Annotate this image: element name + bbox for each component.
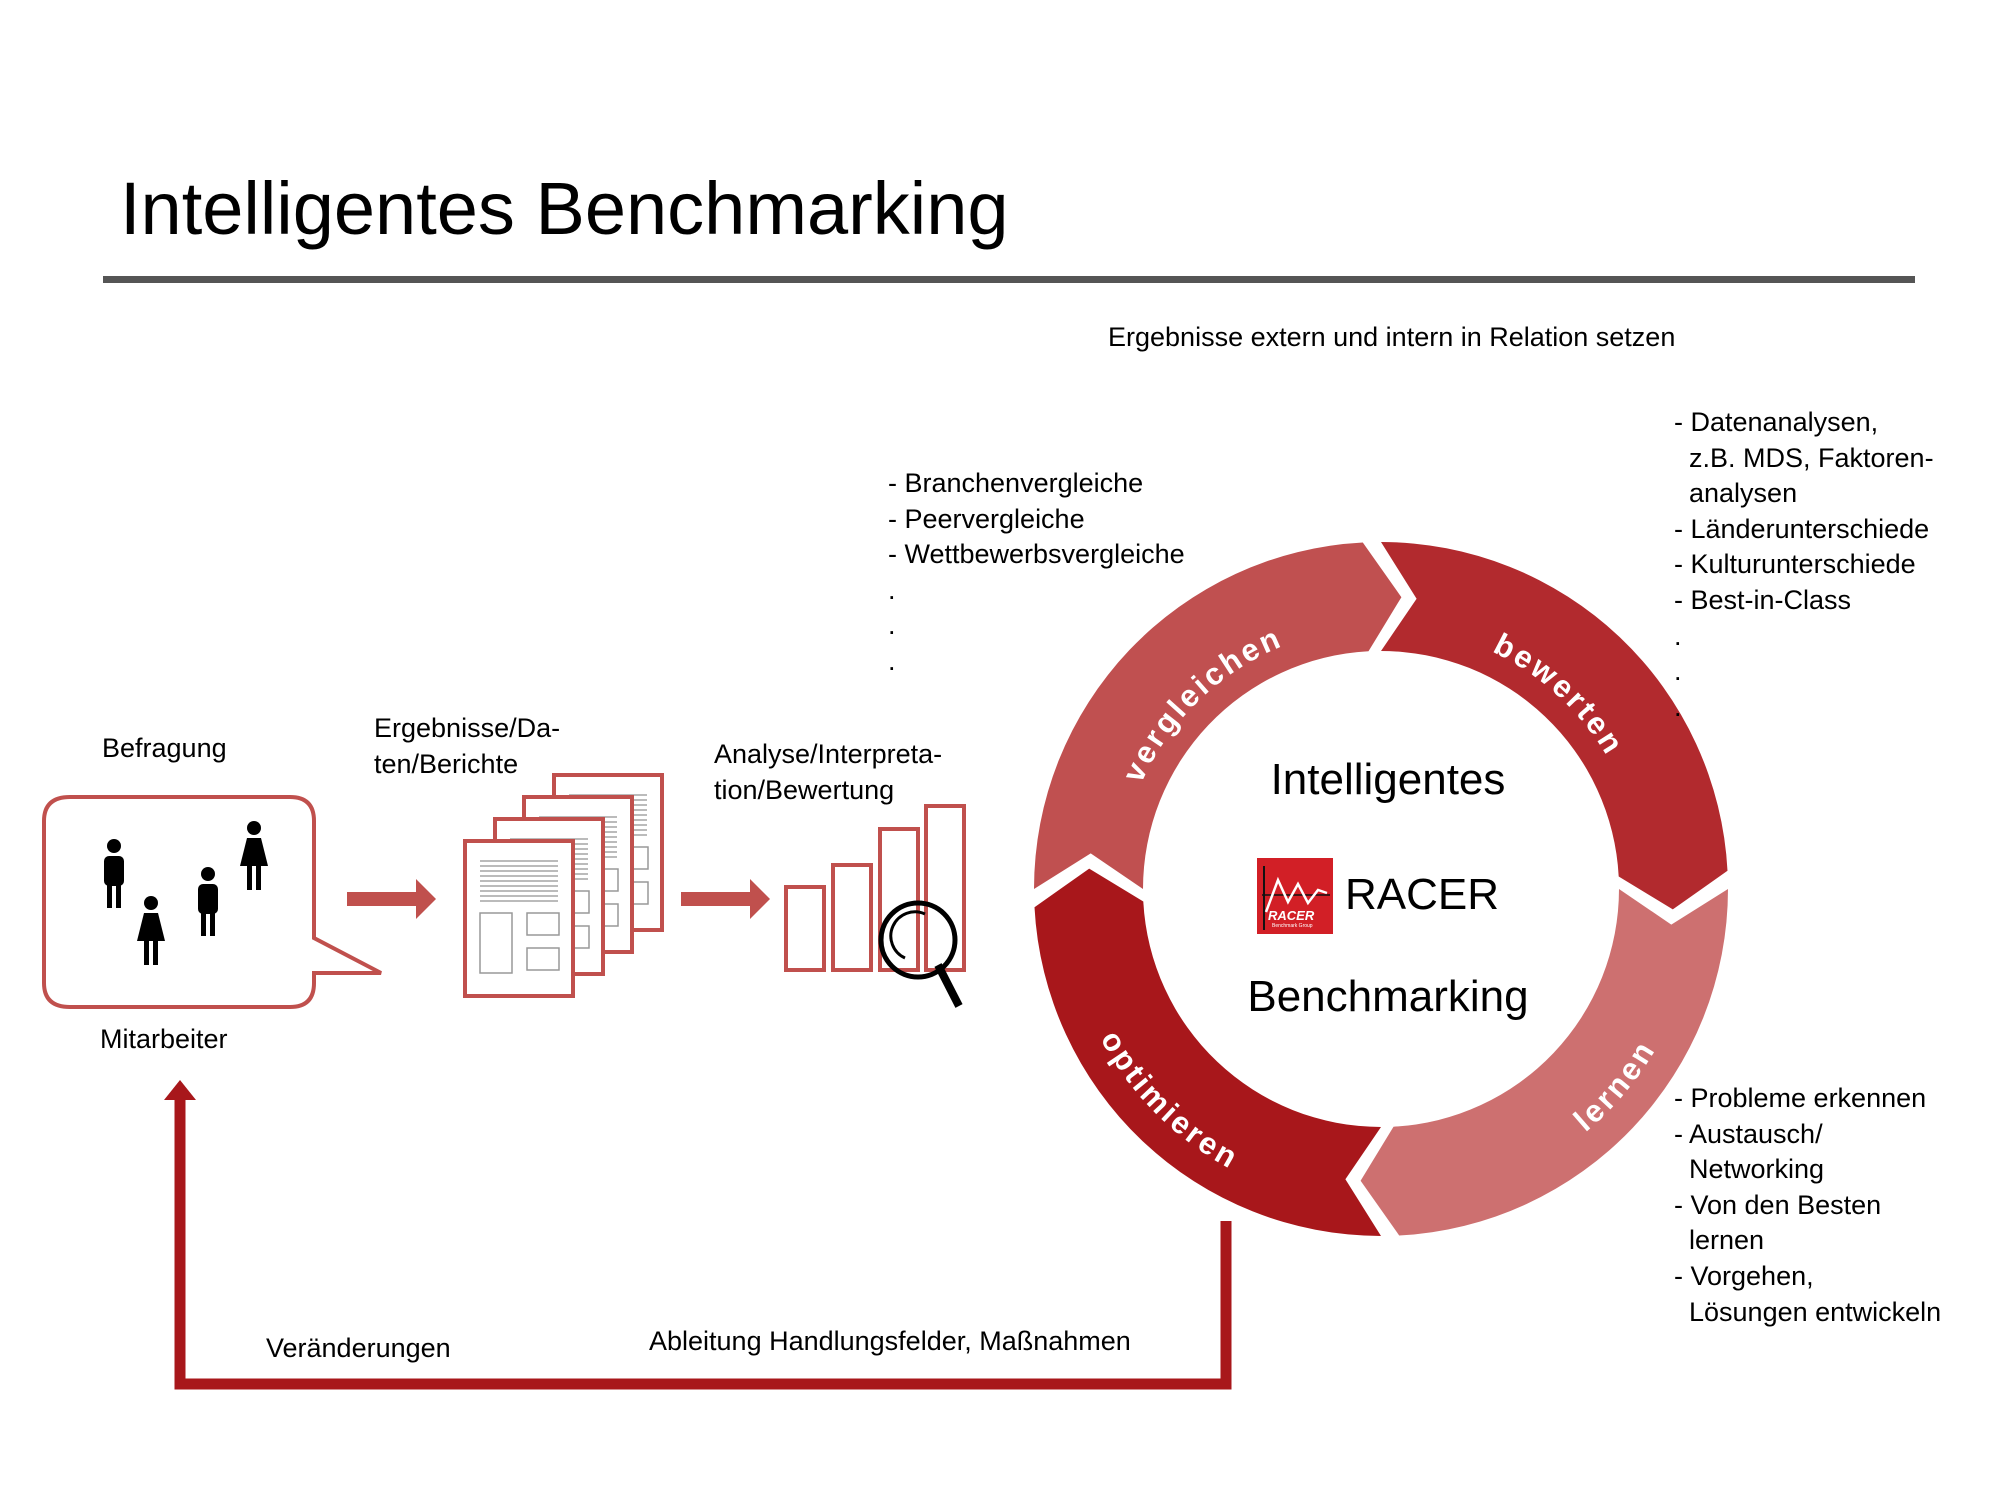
results-label-line2: ten/Berichte [374,749,519,779]
list-item: - Branchenvergleiche [888,468,1144,498]
list-item: - Datenanalysen, [1674,407,1879,437]
bar-chart-icon [784,804,966,972]
cycle-ring [1034,542,1728,1236]
changes-label: Veränderungen [266,1333,451,1363]
list-item: Networking [1674,1154,1825,1185]
analysis-label-line1: Analyse/Interpreta- [714,739,943,769]
cycle-segment-optimieren [1034,868,1381,1236]
list-item: - Von den Besten [1674,1189,1882,1220]
arrow-right-icon [347,879,436,919]
document-page [463,839,575,998]
logo-subtext: Benchmark Group [1272,923,1313,929]
bar [924,804,966,972]
derivation-label: Ableitung Handlungsfelder, Maßnahmen [649,1326,1131,1356]
list-item: . [888,610,896,641]
brand-name: RACER [1345,870,1500,919]
list-item: . [888,574,896,605]
list-item: Lösungen entwickeln [1674,1296,1942,1327]
cycle-segment-lernen [1360,889,1728,1236]
list-item: analysen [1674,478,1798,509]
bar [831,863,873,972]
page-title: Intelligentes Benchmarking [120,167,1009,250]
people-icon [104,821,268,965]
results-label-line1: Ergebnisse/Da- [374,713,561,743]
racer-logo [1257,858,1333,934]
learnings-list: - Probleme erkennen - Austausch/ Networki… [1674,1081,1941,1330]
list-item: - Austausch/ [1674,1118,1823,1149]
person-icon [240,821,268,890]
list-item: z.B. MDS, Faktoren- [1674,442,1934,473]
magnifier-icon [878,900,963,1008]
feedback-arrow [174,1100,1232,1390]
person-icon [137,896,165,965]
comparisons-list: - Branchenvergleiche - Peervergleiche - We… [888,466,1185,680]
list-item: lernen [1674,1225,1765,1256]
list-item: - Wettbewerbsvergleiche [888,539,1185,570]
logo-text: RACER [1268,908,1315,923]
analysis-label-line2: tion/Bewertung [714,775,895,805]
list-item: - Best-in-Class [1674,584,1852,615]
evaluations-list: - Datenanalysen, z.B. MDS, Faktoren- ana… [1674,405,1934,725]
list-item: - Kulturunterschiede [1674,549,1916,580]
list-item: . [1674,620,1682,651]
bar [784,885,826,972]
list-item: . [1674,691,1682,722]
documents-icon [463,773,664,998]
bar [878,827,920,972]
list-item: - Probleme erkennen [1674,1083,1927,1113]
person-icon [198,867,218,936]
cycle-segment-vergleichen [1034,542,1402,889]
list-item: - Länderunterschiede [1674,513,1930,544]
employees-label: Mitarbeiter [100,1024,228,1054]
list-item: - Peervergleiche [888,503,1085,534]
list-item: - Vorgehen, [1674,1260,1814,1291]
arrow-right-icon [681,879,770,919]
survey-label: Befragung [102,733,227,763]
cycle-center-bottom: Benchmarking [1247,972,1529,1021]
relation-note: Ergebnisse extern und intern in Relation… [1108,322,1676,352]
person-icon [104,839,124,908]
list-item: . [1674,656,1682,687]
title-divider [103,276,1915,283]
arrow-up-icon [164,1080,196,1100]
list-item: . [888,645,896,676]
cycle-center-top: Intelligentes [1270,755,1506,804]
cycle-segment-bewerten [1381,542,1728,910]
